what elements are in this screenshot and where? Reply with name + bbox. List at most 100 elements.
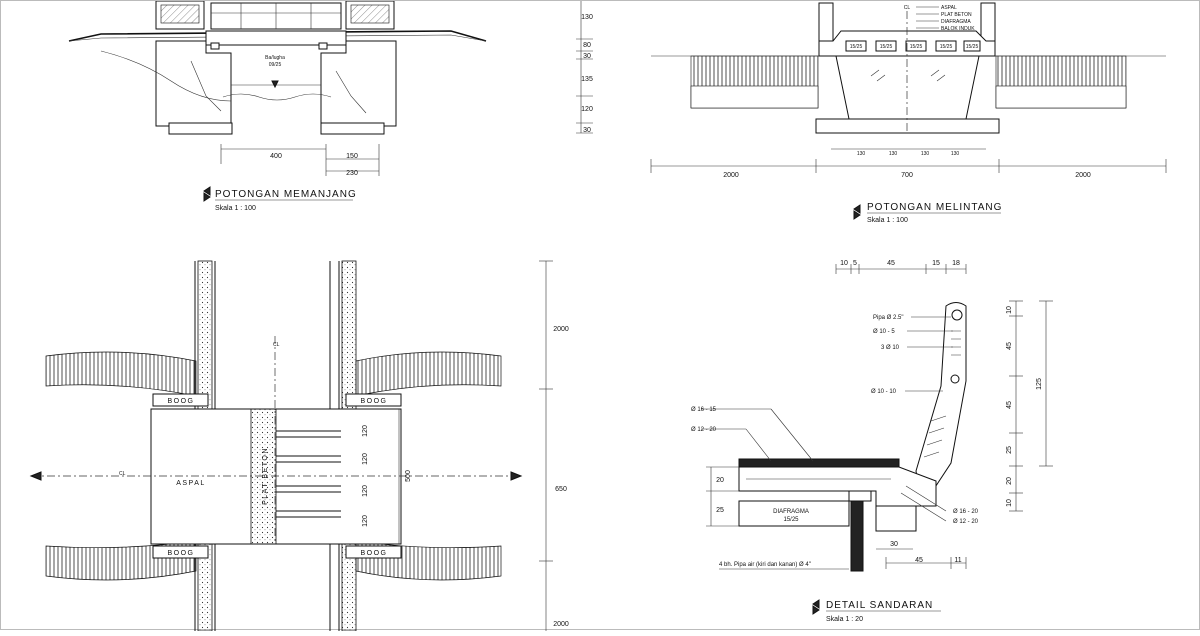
svg-text:15/25: 15/25 <box>783 517 799 523</box>
water-level-icon <box>271 80 279 89</box>
svg-text:15: 15 <box>932 260 940 267</box>
pipe-top <box>951 309 963 321</box>
dim-135: 135 <box>581 76 593 83</box>
legend: ASPAL PLAT BETON DIAFRAGMA BALOK INDUK <box>916 5 975 32</box>
pipe-bottom <box>950 374 960 384</box>
svg-text:120: 120 <box>362 515 369 527</box>
svg-text:BOOG: BOOG <box>167 550 194 557</box>
dim-2000-right: 2000 <box>1075 172 1091 179</box>
section-longitudinal: Ba/lugha 09/25 400 150 230 130 80 30 135… <box>68 0 593 212</box>
abutment-left <box>155 40 232 127</box>
svg-text:130: 130 <box>889 151 898 157</box>
deck-slab <box>205 30 347 46</box>
dim-150: 150 <box>346 153 358 160</box>
detail-railing: 10 5 45 15 18 DIAFRAGMA 15/25 Ø 16 - 15 … <box>691 260 1053 623</box>
svg-text:500: 500 <box>405 470 412 482</box>
water-surface <box>222 93 332 101</box>
plan-dim-2000-b: 2000 <box>553 621 569 628</box>
dim-2000-left: 2000 <box>723 172 739 179</box>
water-label: Ba/lugha <box>265 55 285 61</box>
pipe-note: 4 bh. Pipa air (kiri dan kanan) Ø 4" <box>719 562 811 568</box>
section-cross: 15/25 15/25 15/25 15/25 15/25 CL ASPAL P… <box>650 2 1167 224</box>
svg-text:120: 120 <box>362 453 369 465</box>
svg-text:45: 45 <box>1006 401 1013 409</box>
svg-text:BOOG: BOOG <box>360 550 387 557</box>
beam-labels: 15/25 15/25 15/25 15/25 15/25 <box>845 40 981 52</box>
plan-dim-2000-a: 2000 <box>553 326 569 333</box>
railing-post-profile <box>915 302 967 502</box>
svg-text:CL: CL <box>119 471 126 477</box>
svg-text:BOOG: BOOG <box>167 398 194 405</box>
deck-dims: 120 120 120 120 500 <box>362 409 412 544</box>
scale-memanjang: Skala 1 : 100 <box>215 205 256 212</box>
svg-text:15/25: 15/25 <box>940 44 953 50</box>
dim-80: 80 <box>583 42 591 49</box>
dim-230: 230 <box>346 170 358 177</box>
dim-125: 125 <box>1036 378 1043 390</box>
label-d16-20: Ø 16 - 20 <box>953 509 979 515</box>
svg-text:30: 30 <box>890 541 898 548</box>
dim-30-b: 30 <box>583 127 591 134</box>
label-d12-20: Ø 12 - 20 <box>691 427 717 433</box>
svg-text:10: 10 <box>840 260 848 267</box>
svg-text:DIAFRAGMA: DIAFRAGMA <box>773 509 809 515</box>
plat-beton-strip <box>250 408 277 545</box>
svg-text:5: 5 <box>853 260 857 267</box>
section-north-icon-3 <box>812 599 820 615</box>
wingwall-top-left <box>45 351 197 397</box>
boog-box-bl <box>152 545 209 559</box>
title-detail-sandaran: DETAIL SANDARAN <box>826 600 933 611</box>
svg-text:18: 18 <box>952 260 960 267</box>
dim-120: 120 <box>581 106 593 113</box>
svg-text:ASPAL: ASPAL <box>941 5 957 11</box>
post-left <box>818 2 834 42</box>
title-potongan-melintang: POTONGAN MELINTANG <box>867 202 1002 213</box>
label-d10-5: Ø 10 - 5 <box>873 329 895 335</box>
svg-text:120: 120 <box>362 485 369 497</box>
svg-text:130: 130 <box>857 151 866 157</box>
diafragma-block <box>738 500 850 527</box>
cl-label: CL <box>904 5 911 11</box>
section-north-icon-2 <box>853 204 861 220</box>
dim-400: 400 <box>270 153 282 160</box>
svg-text:PLAT BETON: PLAT BETON <box>941 12 972 18</box>
boog-box-br <box>345 545 402 559</box>
svg-text:DIAFRAGMA: DIAFRAGMA <box>941 19 971 25</box>
svg-text:BALOK INDUK: BALOK INDUK <box>941 26 975 32</box>
aspal-label: ASPAL <box>176 480 206 487</box>
cross-footing <box>815 118 1000 134</box>
dim-130: 130 <box>581 14 593 21</box>
drain-pipe <box>850 500 864 572</box>
label-d10-10: Ø 10 - 10 <box>871 389 897 395</box>
svg-text:20: 20 <box>716 477 724 484</box>
svg-text:45: 45 <box>887 260 895 267</box>
dim-700: 700 <box>901 172 913 179</box>
svg-text:15/25: 15/25 <box>966 44 979 50</box>
plan-view: BOOG BOOG BOOG BOOG ASPAL PLAT BETON CL … <box>29 260 569 632</box>
plat-beton-label: PLAT BETON <box>262 447 269 505</box>
water-label-size: 09/25 <box>269 62 282 68</box>
svg-text:45: 45 <box>915 557 923 564</box>
svg-text:11: 11 <box>954 557 961 564</box>
svg-text:10: 10 <box>1006 499 1013 507</box>
boog-box-tl <box>152 393 209 407</box>
plan-dim-650: 650 <box>555 486 567 493</box>
svg-text:15/25: 15/25 <box>910 44 923 50</box>
scale-detail: Skala 1 : 20 <box>826 616 863 623</box>
title-potongan-memanjang: POTONGAN MEMANJANG <box>215 189 357 200</box>
svg-text:130: 130 <box>921 151 930 157</box>
svg-text:BOOG: BOOG <box>360 398 387 405</box>
svg-text:10: 10 <box>1006 306 1013 314</box>
svg-text:20: 20 <box>1006 477 1013 485</box>
dim-30-a: 30 <box>583 53 591 60</box>
boog-box-tr <box>345 393 402 407</box>
label-d16-15: Ø 16 - 15 <box>691 407 717 413</box>
svg-text:CL: CL <box>273 342 280 348</box>
cross-pier <box>835 55 980 120</box>
asphalt-layer <box>738 458 900 468</box>
scale-melintang: Skala 1 : 100 <box>867 217 908 224</box>
svg-text:130: 130 <box>951 151 960 157</box>
label-d12-20-r: Ø 12 - 20 <box>953 519 979 525</box>
